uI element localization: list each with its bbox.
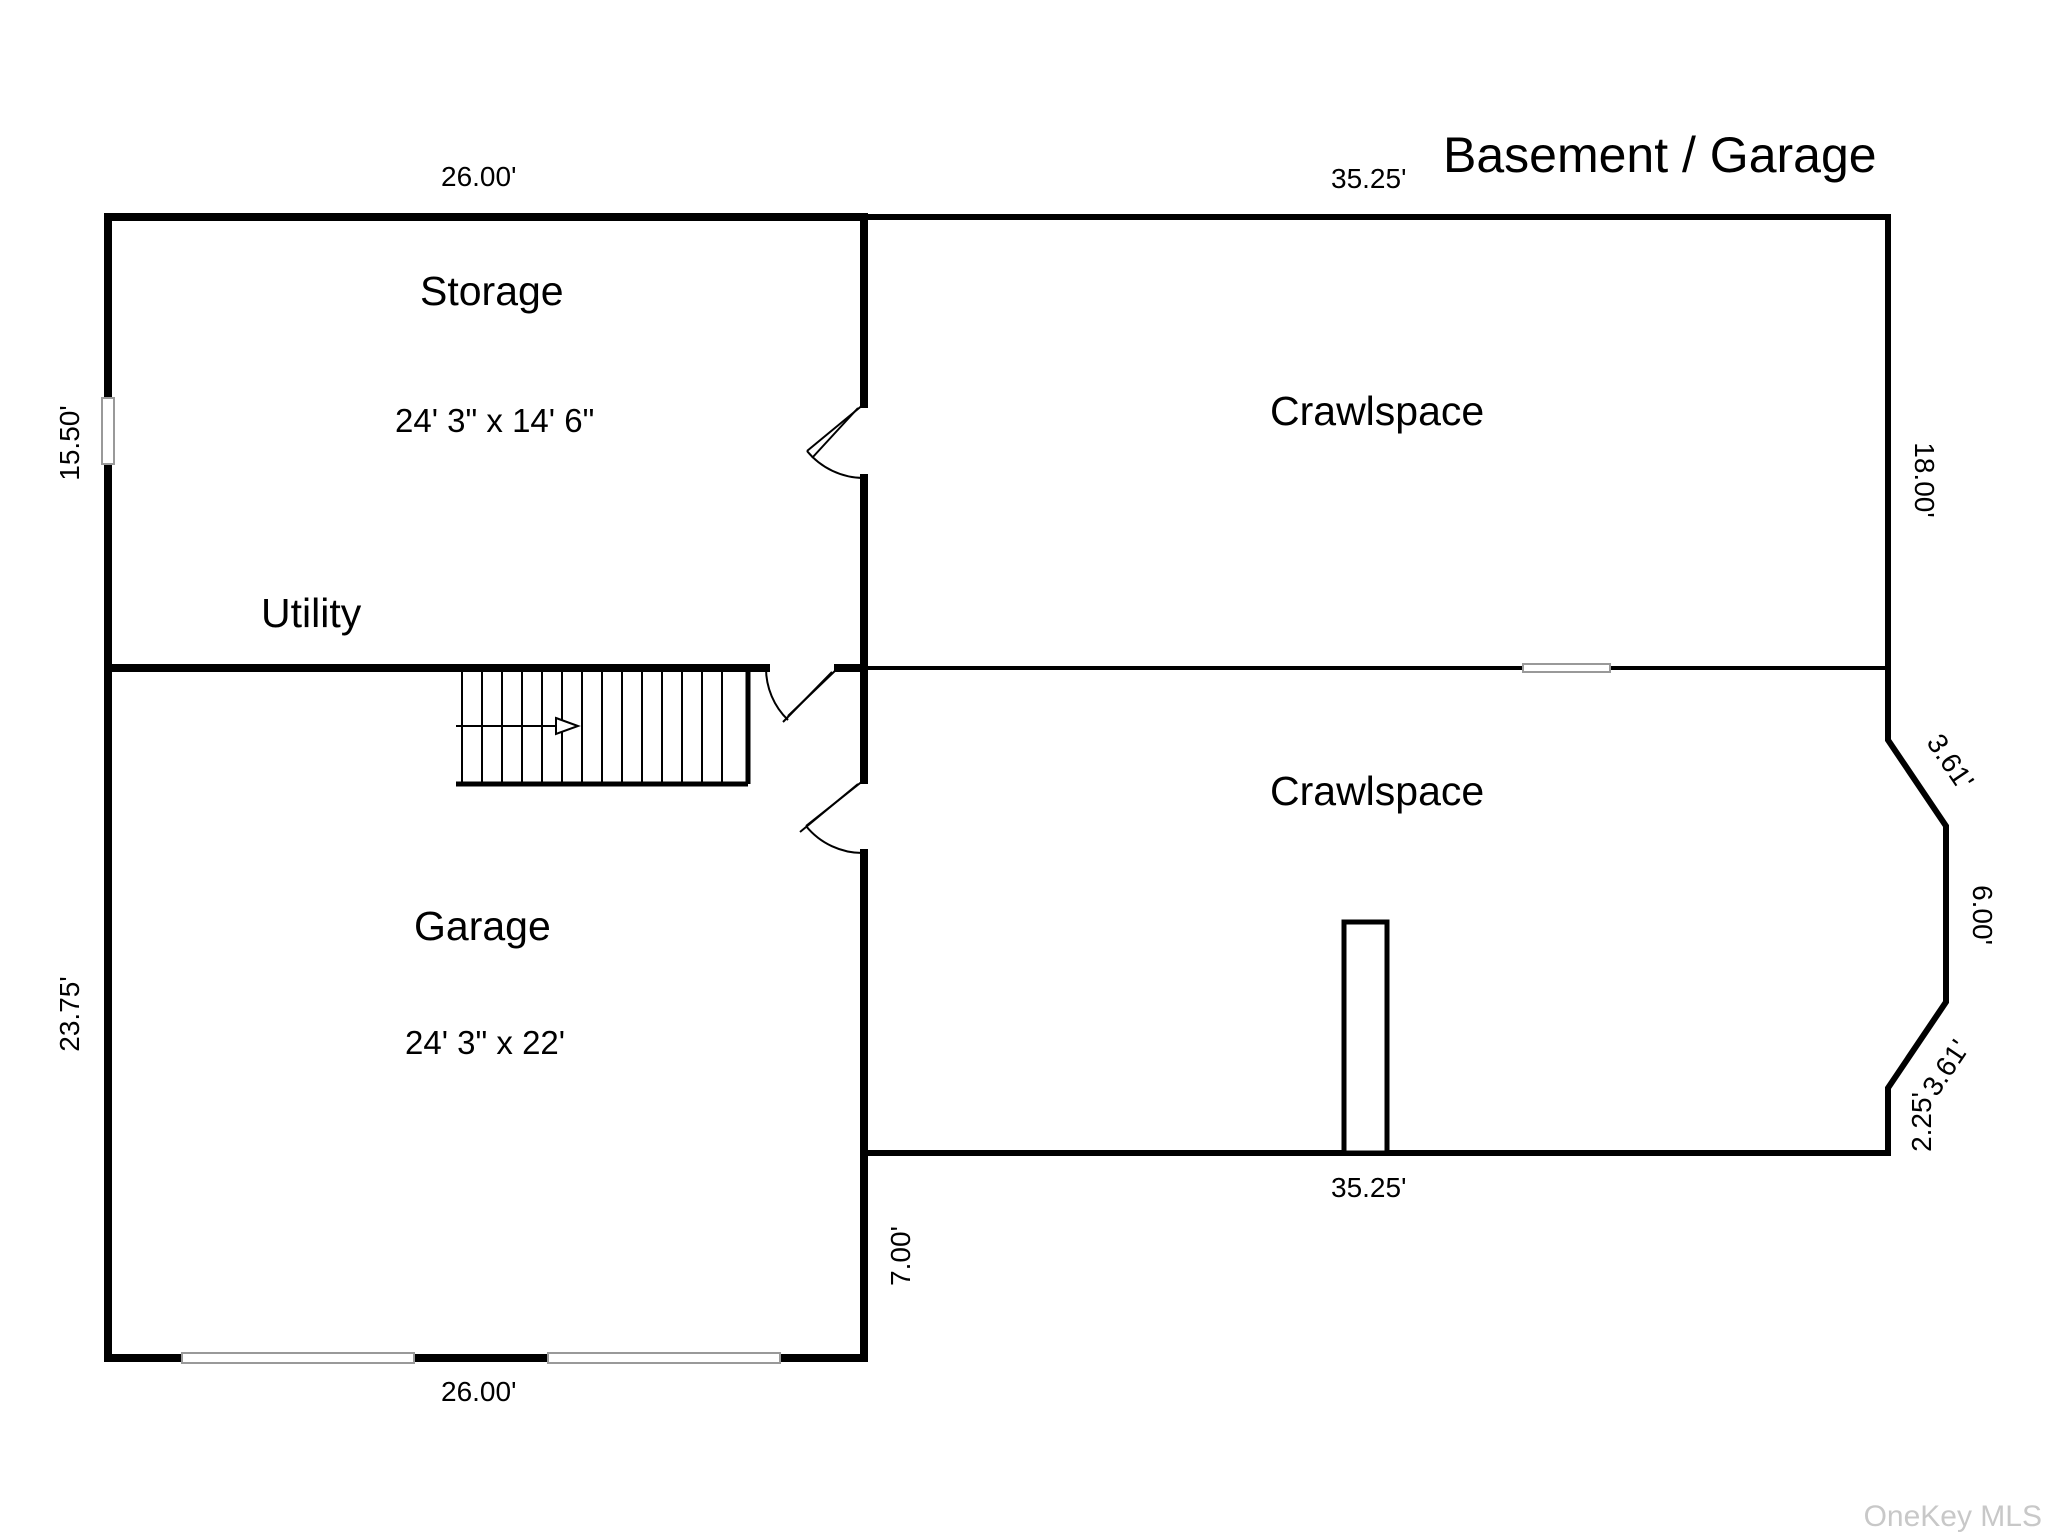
doors xyxy=(764,403,865,855)
room-utility-label: Utility xyxy=(261,590,362,636)
exterior-walls xyxy=(104,213,868,1362)
room-garage-label: Garage xyxy=(414,903,551,949)
room-crawlspace-lower-label: Crawlspace xyxy=(1270,768,1485,814)
watermark: OneKey MLS xyxy=(1863,1500,2042,1533)
dimension-top-right: 35.25' xyxy=(1331,163,1407,194)
interior-walls xyxy=(104,213,1890,1157)
crawlspace-walls xyxy=(861,214,1949,1156)
dimension-garage-step: 7.00' xyxy=(885,1226,916,1286)
plan-title: Basement / Garage xyxy=(1443,127,1877,183)
windows xyxy=(101,397,1611,1364)
stairs xyxy=(456,668,751,787)
room-crawlspace-upper-label: Crawlspace xyxy=(1270,388,1485,434)
dimension-top-left: 26.00' xyxy=(441,161,517,192)
dimension-right-upper: 18.00' xyxy=(1909,442,1940,518)
stair-direction-arrowhead xyxy=(555,716,581,736)
room-garage-size: 24' 3" x 22' xyxy=(405,1024,566,1061)
chimney xyxy=(1341,919,1390,1156)
dimension-right-lower: 2.25' xyxy=(1906,1092,1937,1152)
dimension-bottom-right: 35.25' xyxy=(1331,1172,1407,1203)
dimension-bottom-left: 26.00' xyxy=(441,1376,517,1407)
room-storage-label: Storage xyxy=(420,268,564,314)
dimension-left-upper: 15.50' xyxy=(54,405,85,481)
dimension-bay-middle: 6.00' xyxy=(1967,885,1998,945)
room-storage-size: 24' 3" x 14' 6" xyxy=(395,402,595,439)
dimension-left-lower: 23.75' xyxy=(54,976,85,1052)
